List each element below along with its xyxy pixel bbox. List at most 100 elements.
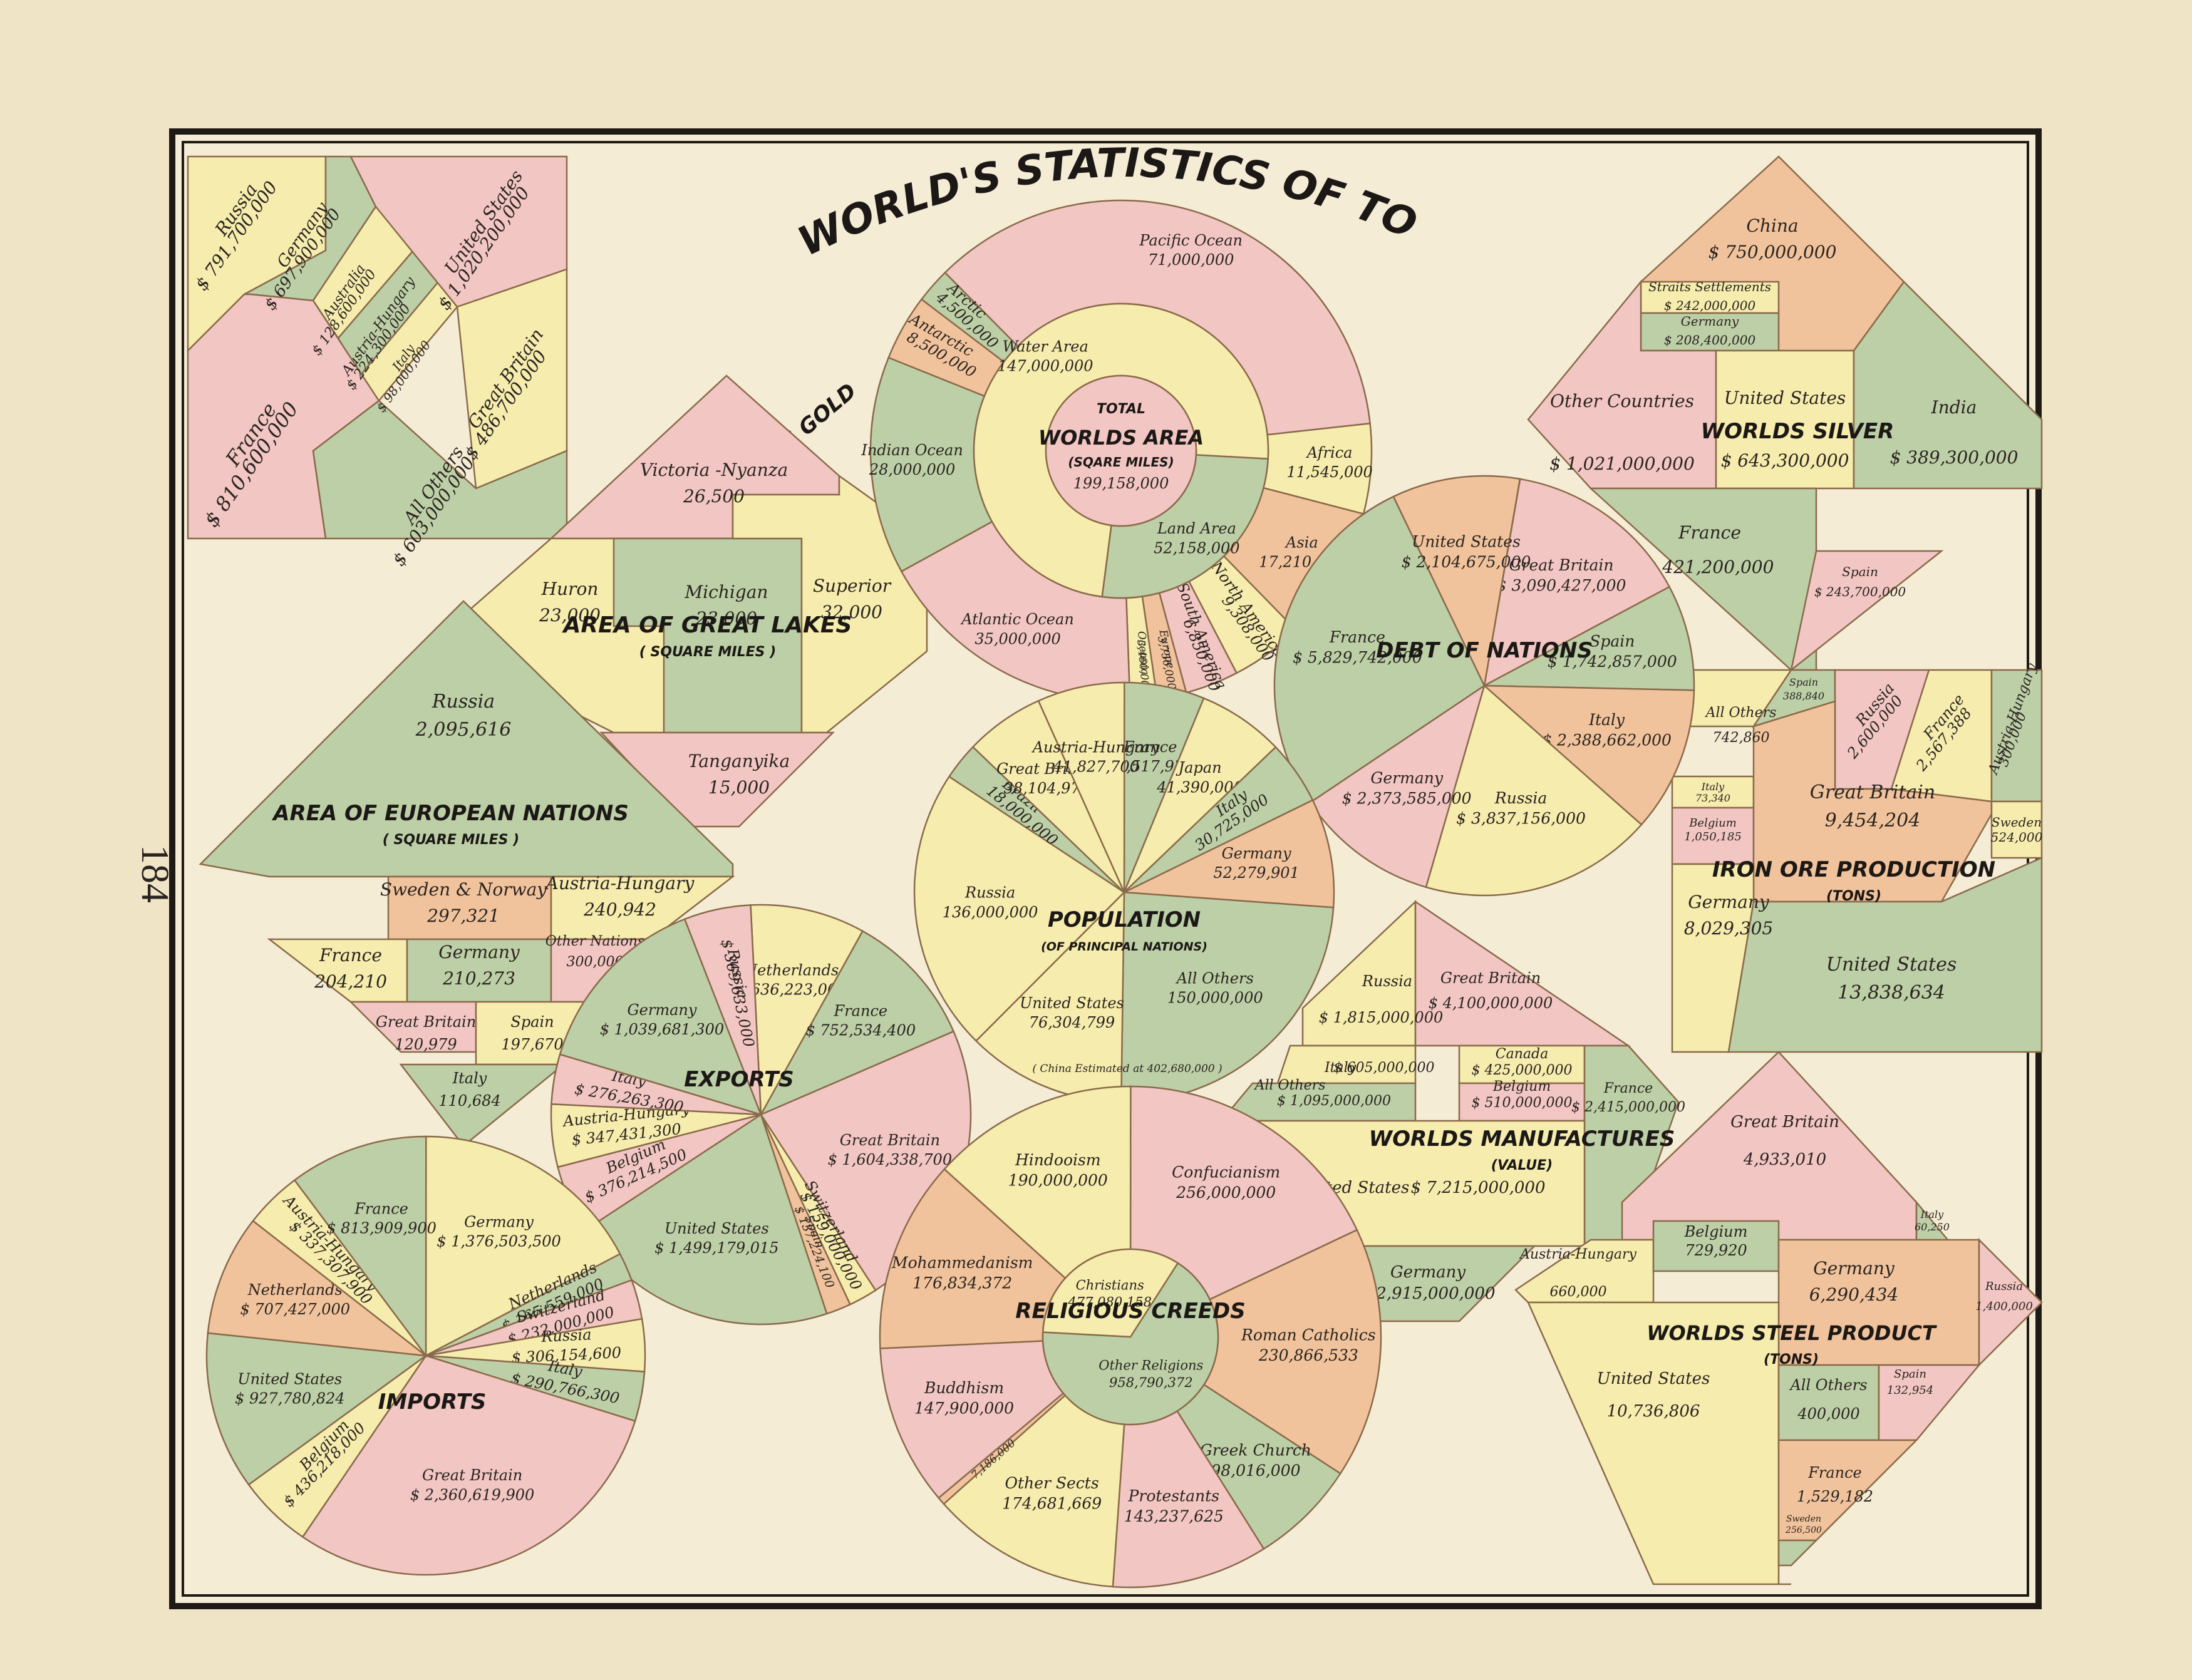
slice-name-protestants: Protestants [1128, 1487, 1219, 1505]
slice-other-religions [1042, 1262, 1219, 1426]
region-name-germany: Germany [1390, 1263, 1466, 1282]
population-note: ( China Estimated at 402,680,000 ) [1032, 1063, 1222, 1075]
region-value-italy: 60,250 [1915, 1221, 1950, 1233]
region-name-italy: Italy [1920, 1208, 1944, 1220]
region-name-great-britain: Great Britain [376, 1013, 476, 1031]
chart-title-religion: RELIGIOUS CREEDS [1015, 1299, 1245, 1324]
region-value-victoria-nyanza: 26,500 [683, 486, 745, 507]
slice-germany [425, 1135, 621, 1358]
slice-value-netherlands: $ 707,427,000 [240, 1301, 350, 1318]
slice-name-germany: Germany [1370, 769, 1443, 787]
region-value-tanganyika: 15,000 [708, 777, 770, 798]
slice-name-christians: Christians [1076, 1277, 1144, 1292]
slice-name-germany: Germany [464, 1213, 534, 1230]
slice-france [759, 930, 955, 1116]
chart-title-population: POPULATION [1048, 907, 1201, 932]
slice-value-hindooism: 190,000,000 [1008, 1171, 1108, 1189]
region-name-spain: Spain [1789, 676, 1818, 688]
slice-value-germany: $ 1,039,681,300 [600, 1021, 724, 1038]
region-name-china: China [1746, 215, 1798, 236]
region-value-france: $ 2,415,000,000 [1571, 1100, 1685, 1115]
slice-name-france: France [354, 1200, 408, 1217]
region-value-germany: $ 2,915,000,000 [1360, 1284, 1495, 1303]
slice-value-great-britain: $ 3,090,427,000 [1497, 577, 1626, 595]
region-value-italy: 73,340 [1695, 792, 1730, 804]
region-name-sweden: Sweden [1992, 815, 2042, 830]
region-name-straits-settlements: Straits Settlements [1648, 279, 1771, 294]
chart-subtitle-population: (OF PRINCIPAL NATIONS) [1041, 940, 1207, 954]
slice-name-water-area: Water Area [1003, 338, 1088, 355]
slice-value-spain: $ 1,742,857,000 [1548, 652, 1677, 671]
slice-name-germany: Germany [1222, 845, 1291, 862]
slice-value-buddhism: 147,900,000 [914, 1399, 1014, 1417]
region-spain [1790, 550, 1944, 673]
slice-value-land-area: 52,158,000 [1154, 539, 1239, 557]
region-name-great-britain: Great Britain [1440, 969, 1541, 987]
slice-name-buddhism: Buddhism [924, 1379, 1004, 1397]
region-value-sweden-norway: 297,321 [427, 905, 500, 926]
slice-name-great-britain: Great Britain [840, 1131, 940, 1149]
region-name-germany: Germany [1813, 1258, 1895, 1279]
region-value-france: 204,210 [314, 971, 387, 992]
region-value-sweden: 524,000 [1991, 830, 2043, 845]
region-name-united-states: United States [1826, 954, 1957, 976]
slice-value-russia: 136,000,000 [943, 904, 1038, 921]
slice-name-united-states: United States [1020, 994, 1124, 1012]
chart-subtitle-lakes-chart: ( SQUARE MILES ) [639, 644, 776, 660]
slice-name-pacific-ocean: Pacific Ocean [1139, 232, 1243, 249]
region-value-china: $ 750,000,000 [1709, 242, 1837, 262]
slice-value-roman-catholics: 230,866,533 [1258, 1346, 1358, 1364]
region-name-germany: Germany [1688, 892, 1770, 912]
chart-title-manufactures-chart: WORLDS MANUFACTURES [1369, 1126, 1675, 1152]
chart-subtitle-area: (SQARE MILES) [1068, 455, 1174, 470]
region-value-united-states: $ 7,215,000,000 [1410, 1178, 1545, 1197]
slice-name-atlantic-ocean: Atlantic Ocean [960, 611, 1073, 628]
slice-name-other-sects: Other Sects [1005, 1474, 1099, 1492]
slice-name-germany: Germany [628, 1001, 697, 1019]
region-value-united-states: $ 643,300,000 [1721, 450, 1849, 471]
region-name-russia: Russia [1985, 1280, 2023, 1293]
region-italy [399, 1063, 566, 1147]
region-value-spain: 197,670 [501, 1036, 563, 1053]
slice-great-britain [1483, 478, 1671, 688]
region-name-france: France [1807, 1464, 1862, 1482]
slice-name-united-states: United States [1412, 532, 1521, 550]
slice-united-states [205, 1332, 428, 1486]
slice-value-austria-hungary: 41,827,700 [1052, 758, 1139, 776]
slice-value-great-britain: $ 2,360,619,900 [410, 1486, 534, 1503]
slice-value-germany: $ 1,376,503,500 [437, 1233, 561, 1250]
region-name-united-states: United States [1724, 388, 1846, 408]
area-total-label: TOTAL [1097, 401, 1145, 417]
region-name-other-countries: Other Countries [1550, 391, 1694, 411]
region-value-india: $ 389,300,000 [1890, 447, 2019, 468]
slice-value-water-area: 147,000,000 [998, 358, 1093, 375]
region-name-michigan: Michigan [685, 582, 768, 602]
region-value-huron: 23,000 [539, 605, 601, 626]
steel-chart: Great Britain4,933,010Italy60,250Austria… [1514, 1051, 2043, 1585]
region-value-russia: 2,095,616 [415, 719, 512, 741]
region-name-germany: Germany [1681, 314, 1739, 329]
slice-value-protestants: 143,237,625 [1124, 1507, 1224, 1525]
slice-france [1123, 681, 1205, 893]
region-value-germany: $ 208,400,000 [1664, 332, 1756, 348]
chart-subtitle-european-chart: ( SQUARE MILES ) [383, 832, 519, 848]
slice-value-pacific-ocean: 71,000,000 [1148, 251, 1234, 269]
chart-title-iron-chart: IRON ORE PRODUCTION [1712, 857, 1995, 882]
region-name-sweden-norway: Sweden & Norway [380, 879, 547, 900]
region-name-all-others: All Others [1254, 1078, 1326, 1093]
region-superior [732, 474, 928, 734]
region-united-states [1727, 857, 2043, 1053]
area-total-value: 199,158,000 [1073, 475, 1169, 492]
region-value-austria-hungary: 240,942 [583, 899, 656, 920]
slice-name-greek-church: Greek Church [1200, 1441, 1311, 1459]
region-name-huron: Huron [541, 579, 599, 599]
slice-value-africa: 11,545,000 [1286, 463, 1372, 481]
region-value-canada: $ 425,000,000 [1472, 1063, 1573, 1078]
region-value-great-britain: 120,979 [395, 1036, 457, 1053]
chart-title-lakes-chart: AREA OF GREAT LAKES [562, 612, 852, 638]
